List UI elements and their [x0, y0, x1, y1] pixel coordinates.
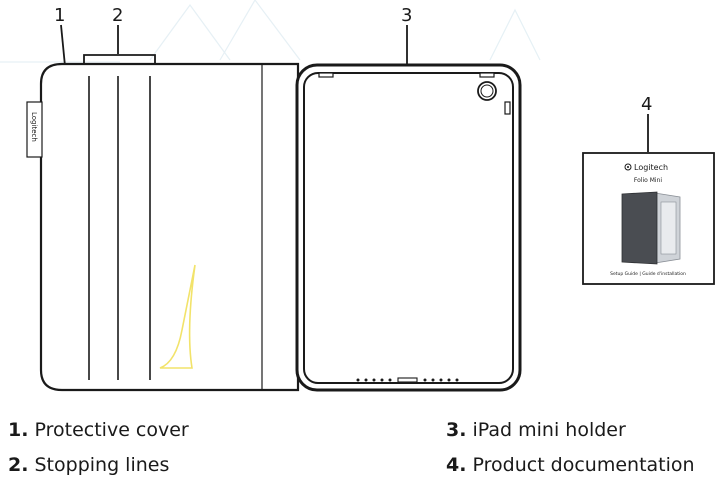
protective-cover: [39, 62, 300, 392]
speaker-holes: [356, 377, 459, 383]
logitech-logo-icon: [624, 163, 632, 171]
legend-label-2: Stopping lines: [34, 454, 170, 476]
legend-item-3: 3. iPad mini holder: [446, 419, 626, 441]
legend-item-1: 1. Protective cover: [8, 419, 189, 441]
booklet-footer: Setup Guide | Guide d'installation: [610, 271, 686, 277]
product-diagram: 1 2 3 4 Logitech: [0, 0, 715, 392]
callout-number-4: 4: [641, 94, 652, 115]
legend-number-2: 2.: [8, 454, 29, 476]
callout-number-1: 1: [54, 5, 65, 26]
logo-tab: Logitech: [26, 101, 43, 158]
camera-hole-icon: [477, 81, 497, 101]
legend-number-3: 3.: [446, 419, 467, 441]
callout-line-1: [60, 24, 66, 67]
callout-number-3: 3: [401, 5, 412, 26]
legend-label-1: Protective cover: [34, 419, 189, 441]
highlight-wedge: [159, 264, 196, 369]
legend-number-1: 1.: [8, 419, 29, 441]
legend-item-2: 2. Stopping lines: [8, 454, 169, 476]
booklet-brand: Logitech: [634, 163, 668, 172]
booklet-product: Folio Mini: [634, 177, 662, 184]
documentation-booklet: Logitech Folio Mini Setup Guide | Guide …: [582, 152, 715, 285]
ipad-mini-holder: [295, 63, 522, 392]
booklet-product-image: [621, 191, 681, 265]
legend-number-4: 4.: [446, 454, 467, 476]
callout-number-2: 2: [112, 5, 123, 26]
legend-label-3: iPad mini holder: [472, 419, 626, 441]
logo-tab-text: Logitech: [30, 112, 38, 142]
legend-label-4: Product documentation: [472, 454, 695, 476]
background-watermark: [0, 0, 541, 63]
legend-item-4: 4. Product documentation: [446, 454, 695, 476]
